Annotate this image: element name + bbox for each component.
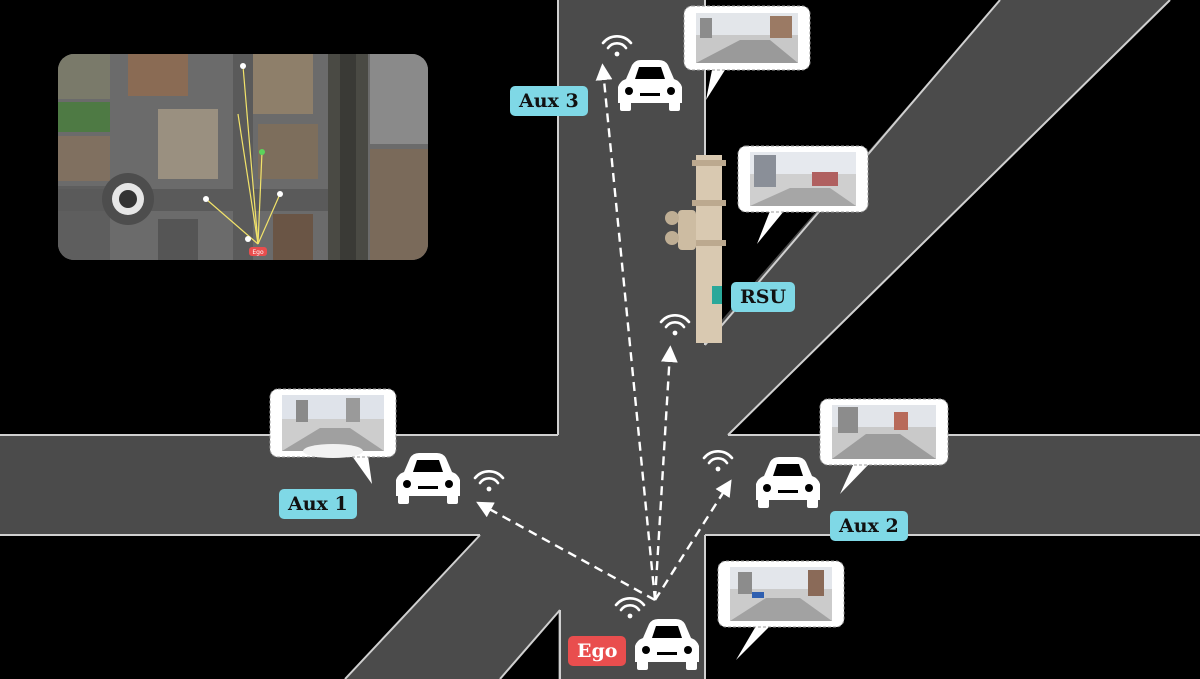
communication-links — [476, 63, 732, 602]
aux3-label: Aux 3 — [510, 86, 588, 116]
aux2-label: Aux 2 — [830, 511, 908, 541]
aux3-camera-view-bubble — [683, 5, 811, 100]
rsu-traffic-light — [665, 155, 726, 343]
ego-label: Ego — [568, 636, 627, 666]
link-ego-rsu — [653, 345, 678, 601]
road-diagonal-lower — [345, 535, 560, 679]
aerial-minimap: Ego — [58, 54, 428, 260]
minimap-ego-label: Ego — [252, 249, 264, 256]
road-vertical — [558, 0, 705, 679]
aux1-label: Aux 1 — [279, 489, 357, 519]
rsu-camera-view-bubble — [737, 145, 869, 244]
link-ego-aux2 — [653, 479, 732, 601]
rsu-label: RSU — [731, 282, 796, 312]
ego-camera-view-bubble — [717, 560, 845, 660]
link-ego-aux3 — [595, 63, 657, 601]
aux2-camera-view-bubble — [819, 398, 949, 494]
road-diagonal-upper — [700, 0, 1170, 435]
link-ego-aux1 — [476, 501, 656, 602]
aux1-camera-view-bubble — [269, 388, 397, 484]
